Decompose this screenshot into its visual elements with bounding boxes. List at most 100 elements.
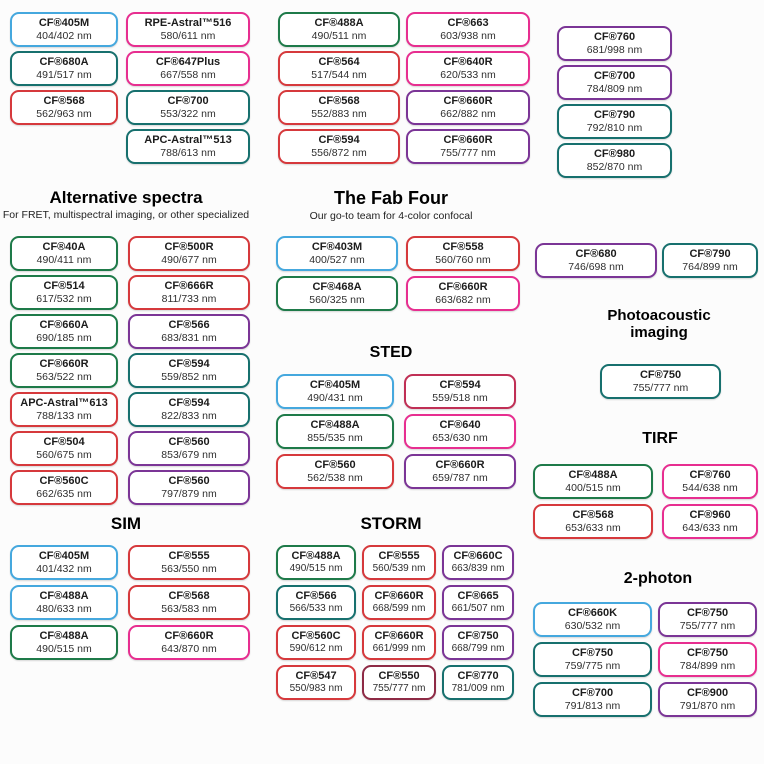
- dye-name: CF®640R: [443, 55, 493, 68]
- dye-pill: CF®700 791/813 nm: [533, 682, 652, 717]
- dye-wavelengths: 668/799 nm: [451, 643, 505, 655]
- sim-header: SIM: [0, 514, 252, 533]
- dye-name: CF®660R: [374, 589, 424, 602]
- dye-pill: CF®555 563/550 nm: [128, 545, 250, 580]
- dye-pill: CF®568 653/633 nm: [533, 504, 653, 539]
- dye-wavelengths: 822/833 nm: [161, 409, 217, 422]
- dye-wavelengths: 490/677 nm: [161, 253, 217, 266]
- dye-wavelengths: 603/938 nm: [440, 29, 496, 42]
- dye-name: CF®568: [318, 94, 360, 107]
- dye-pill: CF®40A 490/411 nm: [10, 236, 118, 271]
- dye-wavelengths: 560/539 nm: [372, 563, 426, 575]
- dye-wavelengths: 661/999 nm: [372, 643, 426, 655]
- top-group-left-col-2: RPE-Astral™516 580/611 nm CF®647Plus 667…: [126, 12, 250, 164]
- dye-wavelengths: 784/899 nm: [679, 659, 736, 672]
- dye-pill: CF®560 562/538 nm: [276, 454, 394, 489]
- dye-name: CF®700: [571, 686, 614, 699]
- dye-name: CF®560C: [39, 474, 89, 487]
- dye-name: CF®660C: [453, 549, 503, 562]
- dye-wavelengths: 755/777 nm: [679, 619, 736, 632]
- dye-wavelengths: 668/599 nm: [372, 603, 426, 615]
- dye-pill: CF®594 559/852 nm: [128, 353, 250, 388]
- alternative-spectra-col-2: CF®500R 490/677 nm CF®666R 811/733 nm CF…: [128, 236, 250, 505]
- dye-pill: CF®680A 491/517 nm: [10, 51, 118, 86]
- dye-pill: CF®665 661/507 nm: [442, 585, 514, 620]
- dye-pill: CF®680 746/698 nm: [535, 243, 657, 278]
- dye-wavelengths: 781/009 nm: [451, 683, 505, 695]
- alternative-spectra-header: Alternative spectra For FRET, multispect…: [0, 188, 252, 221]
- dye-pill: CF®640 653/630 nm: [404, 414, 516, 449]
- dye-pill: CF®488A 855/535 nm: [276, 414, 394, 449]
- dye-pill: RPE-Astral™516 580/611 nm: [126, 12, 250, 47]
- dye-name: CF®665: [457, 589, 499, 602]
- dye-wavelengths: 400/515 nm: [565, 481, 621, 494]
- dye-name: CF®555: [168, 549, 210, 562]
- dye-pill: CF®770 781/009 nm: [442, 665, 514, 700]
- dye-pill: CF®960 643/633 nm: [662, 504, 758, 539]
- dye-wavelengths: 617/532 nm: [36, 292, 92, 305]
- dye-pill: CF®647Plus 667/558 nm: [126, 51, 250, 86]
- dye-wavelengths: 517/544 nm: [311, 68, 367, 81]
- dye-wavelengths: 681/998 nm: [586, 43, 643, 56]
- dye-name: CF®568: [168, 589, 210, 602]
- dye-pill: CF®790 764/899 nm: [662, 243, 758, 278]
- dye-name: CF®405M: [309, 378, 361, 391]
- two-photon-pills: CF®660K 630/532 nm CF®750 755/777 nm CF®…: [533, 602, 757, 717]
- dye-name: CF®660A: [39, 318, 89, 331]
- dye-pill: CF®660A 690/185 nm: [10, 314, 118, 349]
- dye-name: CF®403M: [311, 240, 363, 253]
- dye-wavelengths: 663/682 nm: [435, 293, 491, 306]
- dye-name: CF®594: [318, 133, 360, 146]
- dye-wavelengths: 562/538 nm: [307, 471, 363, 484]
- dye-pill: CF®660C 663/839 nm: [442, 545, 514, 580]
- dye-wavelengths: 490/515 nm: [289, 563, 343, 575]
- dye-pill: CF®564 517/544 nm: [278, 51, 400, 86]
- dye-pill: CF®750 784/899 nm: [658, 642, 757, 677]
- sted-header: STED: [266, 344, 516, 362]
- dye-pill: CF®568 563/583 nm: [128, 585, 250, 620]
- dye-name: CF®980: [593, 147, 636, 160]
- dye-wavelengths: 544/638 nm: [682, 481, 738, 494]
- storm-title: STORM: [360, 514, 422, 533]
- dye-pill: APC-Astral™513 788/613 nm: [126, 129, 250, 164]
- dye-name: CF®770: [457, 669, 499, 682]
- dye-name: CF®750: [571, 646, 614, 659]
- dye-name: CF®700: [167, 94, 209, 107]
- dye-wavelengths: 563/550 nm: [161, 562, 217, 575]
- fab-four-subtitle: Our go-to team for 4-color confocal: [309, 210, 473, 223]
- dye-name: CF®550: [378, 669, 420, 682]
- sim-title: SIM: [110, 514, 142, 533]
- dye-pill: CF®660R 661/999 nm: [362, 625, 436, 660]
- dye-pill: APC-Astral™613 788/133 nm: [10, 392, 118, 427]
- dye-wavelengths: 560/325 nm: [309, 293, 365, 306]
- dye-wavelengths: 653/633 nm: [565, 521, 621, 534]
- dye-name: CF®568: [43, 94, 85, 107]
- dye-wavelengths: 653/630 nm: [432, 431, 488, 444]
- dye-pill: CF®660K 630/532 nm: [533, 602, 652, 637]
- dye-wavelengths: 404/402 nm: [36, 29, 92, 42]
- dye-pill: CF®488A 400/515 nm: [533, 464, 653, 499]
- dye-wavelengths: 784/809 nm: [586, 82, 643, 95]
- dye-wavelengths: 797/879 nm: [161, 487, 217, 500]
- top-group-left-col-1: CF®405M 404/402 nm CF®680A 491/517 nm CF…: [10, 12, 118, 125]
- dye-wavelengths: 480/633 nm: [36, 602, 92, 615]
- dye-pill: CF®488A 480/633 nm: [10, 585, 118, 620]
- dye-name: CF®468A: [312, 280, 362, 293]
- dye-wavelengths: 550/983 nm: [289, 683, 343, 695]
- dye-pill: CF®750 759/775 nm: [533, 642, 652, 677]
- dye-name: CF®760: [593, 30, 636, 43]
- storm-pills: CF®488A 490/515 nm CF®555 560/539 nm CF®…: [276, 545, 514, 700]
- dye-name: CF®560: [314, 458, 356, 471]
- dye-pill: CF®558 560/760 nm: [406, 236, 520, 271]
- dye-pill: CF®560 797/879 nm: [128, 470, 250, 505]
- dye-name: CF®504: [43, 435, 85, 448]
- dye-name: CF®488A: [291, 549, 341, 562]
- sim-pills: CF®405M 401/432 nm CF®555 563/550 nm CF®…: [10, 545, 250, 660]
- dye-wavelengths: 855/535 nm: [307, 431, 363, 444]
- dye-wavelengths: 563/583 nm: [161, 602, 217, 615]
- dye-name: CF®790: [593, 108, 636, 121]
- dye-pill: CF®568 562/963 nm: [10, 90, 118, 125]
- dye-name: CF®640: [439, 418, 481, 431]
- dye-name: CF®660R: [443, 133, 493, 146]
